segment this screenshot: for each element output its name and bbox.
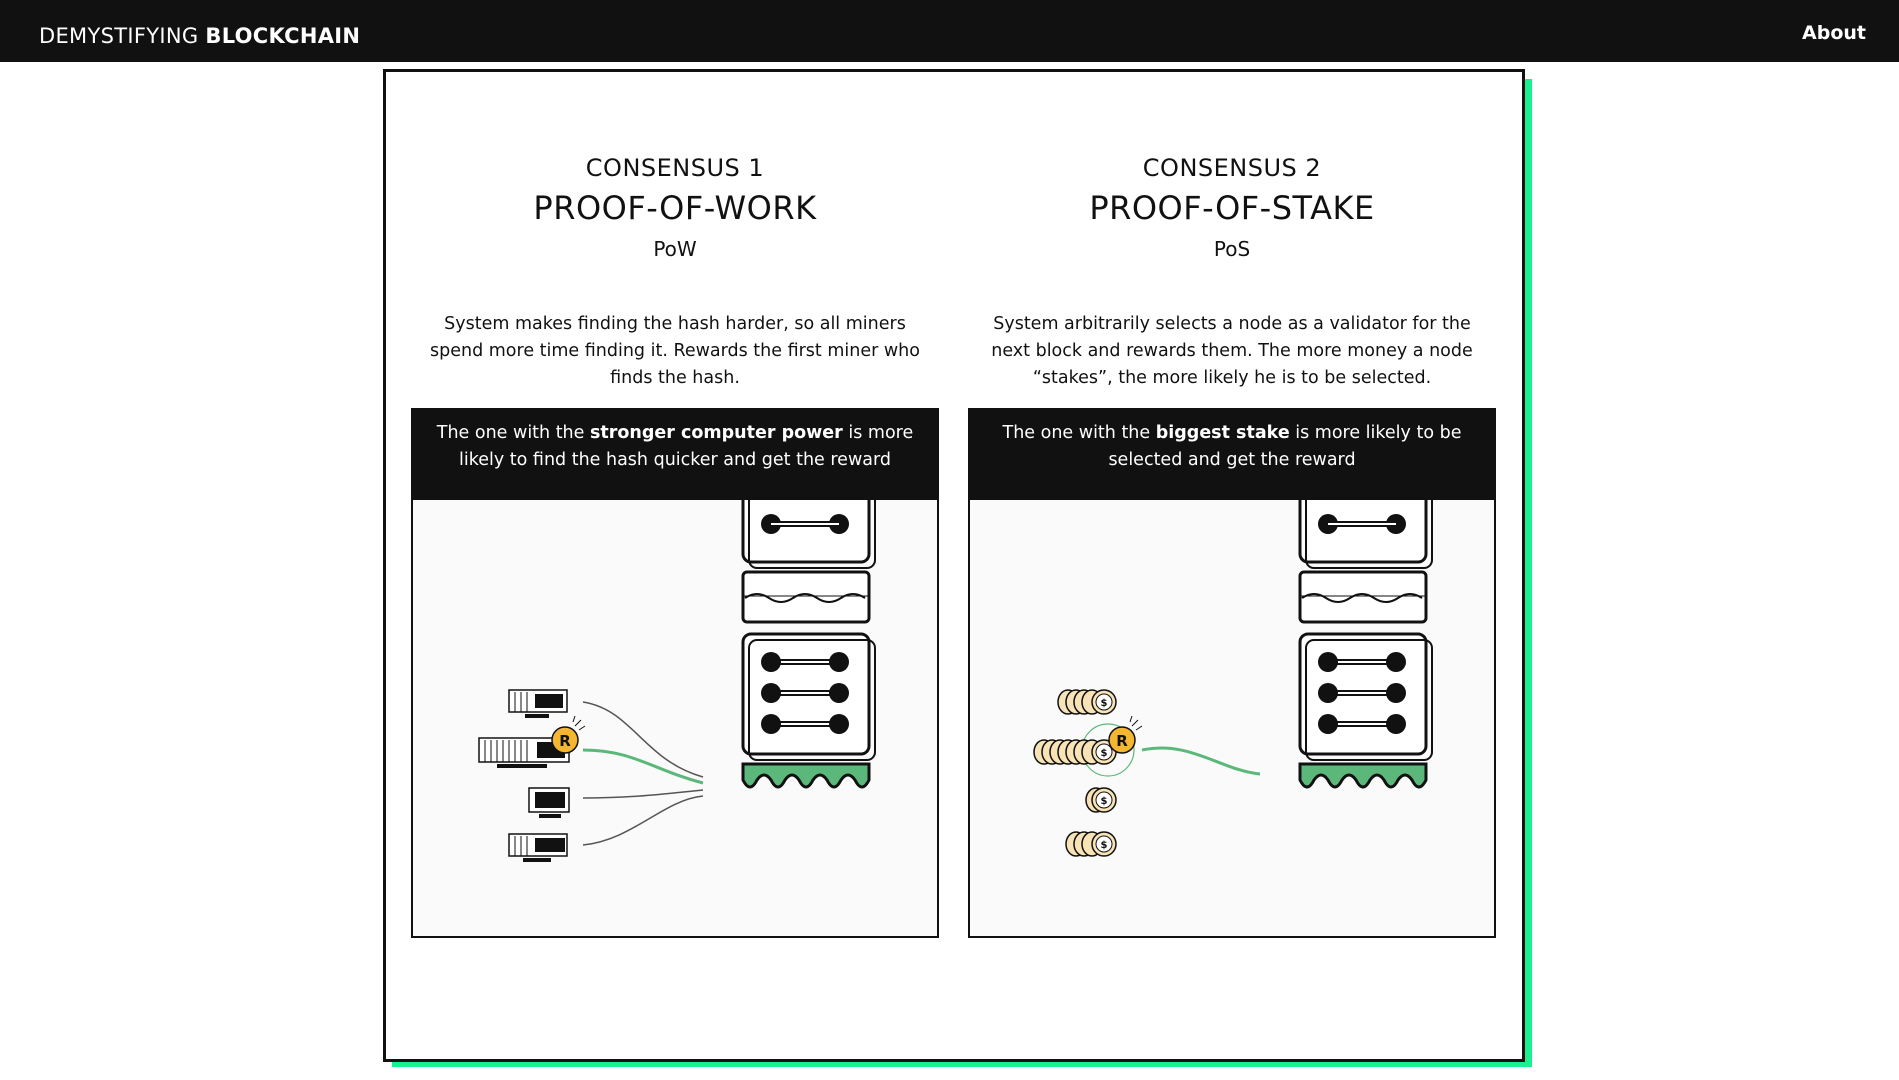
top-navigation-bar: DEMYSTIFYING BLOCKCHAIN About <box>0 0 1899 62</box>
reward-coin-icon: R <box>1108 715 1143 754</box>
brand-bold-text: BLOCKCHAIN <box>205 24 361 48</box>
reward-coin-icon: R <box>551 715 586 754</box>
site-logo[interactable]: DEMYSTIFYING BLOCKCHAIN <box>39 24 360 48</box>
pow-callout-bold: stronger computer power <box>589 423 843 443</box>
pow-callout-post: is more likely to find the hash quicker … <box>459 423 914 470</box>
blockchain-block-top <box>741 500 876 569</box>
miner-computer-4 <box>508 833 568 862</box>
pos-illustration: $ $ R <box>1033 500 1433 857</box>
miner-computer-1 <box>508 689 568 718</box>
blockchain-new-block-slot <box>741 762 871 789</box>
blockchain-link-connector <box>741 570 871 624</box>
pow-eyebrow: CONSENSUS 1 <box>585 154 765 182</box>
pos-illustration-panel: The one with the biggest stake is more l… <box>968 408 1496 938</box>
pow-abbreviation: PoW <box>653 237 697 261</box>
pow-callout-pre: The one with the <box>436 423 590 443</box>
coin-symbol: $ <box>1101 698 1108 709</box>
coin-stack-3: $ <box>1085 787 1117 813</box>
blockchain-link-connector <box>1298 570 1428 624</box>
coin-stack-2-biggest: $ <box>1033 739 1117 765</box>
coin-symbol: $ <box>1101 840 1108 851</box>
about-link[interactable]: About <box>1802 22 1866 44</box>
pos-callout-pre: The one with the <box>1002 423 1156 443</box>
pow-illustration-panel: The one with the stronger computer power… <box>411 408 939 938</box>
miner-connection-lines <box>582 701 704 846</box>
brand-light-text: DEMYSTIFYING <box>39 24 199 48</box>
pos-callout: The one with the biggest stake is more l… <box>970 410 1494 500</box>
pow-illustration: R <box>478 500 876 862</box>
coin-stack-1: $ <box>1057 689 1117 715</box>
pos-abbreviation: PoS <box>1213 237 1251 261</box>
coin-stack-4: $ <box>1065 831 1117 857</box>
pow-title: PROOF-OF-WORK <box>533 189 817 227</box>
coin-symbol: $ <box>1101 748 1108 759</box>
pos-description: System arbitrarily selects a node as a v… <box>991 314 1473 388</box>
blockchain-block-main <box>741 632 876 761</box>
pos-callout-post: is more likely to be selected and get th… <box>1108 423 1462 470</box>
consensus-comparison-card: CONSENSUS 1 PROOF-OF-WORK PoW System mak… <box>383 69 1525 1062</box>
blockchain-block-main <box>1298 632 1433 761</box>
coin-symbol: $ <box>1101 796 1108 807</box>
miner-computer-3 <box>528 787 570 818</box>
reward-badge-label: R <box>559 732 571 750</box>
pos-callout-bold: biggest stake <box>1155 423 1290 443</box>
pos-title: PROOF-OF-STAKE <box>1089 189 1375 227</box>
pow-description: System makes finding the hash harder, so… <box>430 314 920 388</box>
blockchain-new-block-slot <box>1298 762 1428 789</box>
pow-callout: The one with the stronger computer power… <box>413 410 937 500</box>
blockchain-block-top <box>1298 500 1433 569</box>
pos-eyebrow: CONSENSUS 2 <box>1142 154 1322 182</box>
reward-badge-label: R <box>1116 732 1128 750</box>
